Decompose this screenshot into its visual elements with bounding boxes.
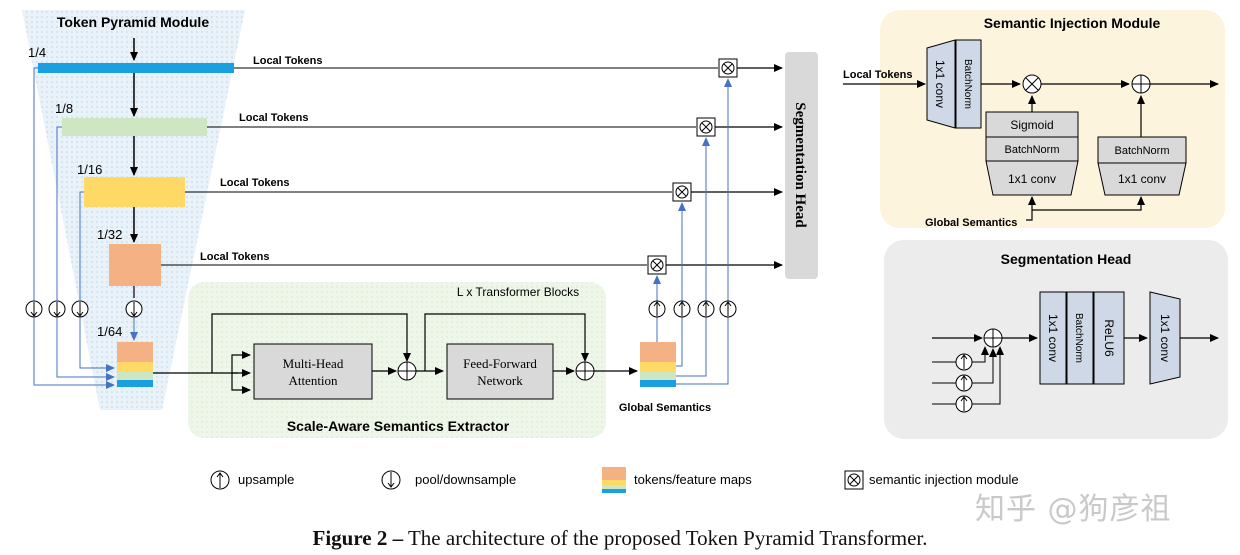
sim-multiply-node	[1022, 74, 1042, 94]
seghead-conv-out-label: 1x1 conv	[1158, 314, 1172, 362]
mha-label-line1: Multi-Head	[283, 356, 344, 371]
sim-batchnorm-label-left: BatchNorm	[1004, 144, 1059, 156]
sim-batchnorm-box-left	[985, 136, 1079, 162]
scale-1-8: 1/8	[55, 101, 73, 116]
sase-title: Scale-Aware Semantics Extractor	[287, 418, 510, 434]
feature-1-16	[84, 177, 185, 207]
sim-conv-box-right	[1097, 162, 1187, 196]
caption-prefix: Figure 2 –	[312, 526, 404, 550]
scale-1-64: 1/64	[97, 324, 122, 339]
legend-upsample-icon	[210, 470, 230, 490]
sim-batchnorm-vertical-label: BatchNorm	[962, 59, 973, 109]
sim-node-1	[718, 58, 738, 78]
sim-title: Semantic Injection Module	[984, 15, 1161, 31]
seghead-add-node	[983, 328, 1003, 348]
sim-conv-label-right: 1x1 conv	[1118, 172, 1166, 186]
legend-upsample-label: upsample	[238, 472, 294, 487]
sim-batchnorm-label-right: BatchNorm	[1114, 145, 1169, 157]
upsample-icon-1	[648, 300, 666, 318]
seghead-relu-label: ReLU6	[1102, 319, 1116, 357]
figure-caption: Figure 2 – The architecture of the propo…	[0, 526, 1240, 551]
sim-conv-label-left: 1x1 conv	[1008, 172, 1056, 186]
sim-batchnorm-box-right	[1097, 136, 1187, 164]
seghead-conv-label: 1x1 conv	[1046, 314, 1060, 362]
seghead-relu-box	[1093, 291, 1125, 385]
feature-1-8	[62, 118, 207, 136]
legend-pool-label: pool/downsample	[415, 472, 516, 487]
sim-sigmoid-box	[985, 111, 1079, 138]
seghead-title: Segmentation Head	[1001, 251, 1132, 267]
scale-1-16: 1/16	[77, 162, 102, 177]
segmentation-head-vertical-label: Segmentation Head	[792, 102, 808, 228]
pool-icon-3	[71, 300, 89, 318]
token-stack-input	[117, 342, 153, 387]
pool-icon-4	[125, 300, 143, 318]
upsample-icon-4	[719, 300, 737, 318]
seghead-conv-out	[1149, 291, 1181, 385]
ffn-box	[446, 343, 554, 400]
legend-tokens-label: tokens/feature maps	[634, 472, 752, 487]
seghead-batchnorm-box	[1066, 291, 1094, 385]
add-node-1	[397, 361, 417, 381]
legend-tokens-icon	[602, 467, 626, 493]
local-tokens-label-3: Local Tokens	[220, 177, 289, 189]
pool-icon-2	[48, 300, 66, 318]
sim-local-tokens-label: Local Tokens	[843, 69, 912, 81]
sim-conv-label: 1x1 conv	[933, 60, 947, 108]
seghead-batchnorm-label: BatchNorm	[1073, 313, 1084, 363]
tpm-title: Token Pyramid Module	[57, 14, 209, 30]
local-tokens-label-2: Local Tokens	[239, 112, 308, 124]
scale-1-32: 1/32	[97, 227, 122, 242]
feature-1-32	[109, 244, 161, 286]
sim-sigmoid-label: Sigmoid	[1010, 118, 1053, 132]
sim-add-node	[1131, 74, 1151, 94]
seghead-upsample-icon-2	[955, 374, 973, 392]
token-stack-global	[640, 342, 676, 387]
pool-icon-1	[25, 300, 43, 318]
local-tokens-label-1: Local Tokens	[253, 55, 322, 67]
mha-box	[253, 343, 373, 400]
caption-text: The architecture of the proposed Token P…	[403, 526, 928, 550]
upsample-icon-2	[673, 300, 691, 318]
sase-blocks-label: L x Transformer Blocks	[457, 285, 579, 299]
legend-pool-icon	[381, 470, 401, 490]
seghead-conv-box	[1039, 291, 1067, 385]
feature-1-4	[38, 63, 234, 73]
sim-conv-trapezoid	[926, 39, 956, 129]
add-node-2	[575, 361, 595, 381]
seghead-upsample-icon-1	[955, 353, 973, 371]
ffn-label-line2: Network	[477, 373, 523, 388]
ffn-label-line1: Feed-Forward	[463, 356, 537, 371]
mha-label-line2: Attention	[288, 373, 338, 388]
watermark: 知乎 @狗彦祖	[975, 492, 1172, 527]
sim-conv-box-left	[985, 160, 1079, 196]
segmentation-head-bar	[785, 52, 818, 279]
global-semantics-label: Global Semantics	[619, 402, 711, 414]
legend-sim-icon	[844, 470, 864, 490]
upsample-icon-3	[697, 300, 715, 318]
sim-node-4	[647, 255, 667, 275]
sim-global-semantics-label: Global Semantics	[925, 217, 1017, 229]
scale-1-4: 1/4	[28, 45, 46, 60]
seghead-upsample-icon-3	[955, 395, 973, 413]
legend-sim-label: semantic injection module	[869, 472, 1019, 487]
sim-node-2	[696, 117, 716, 137]
local-tokens-label-4: Local Tokens	[200, 251, 269, 263]
sim-node-3	[672, 182, 692, 202]
